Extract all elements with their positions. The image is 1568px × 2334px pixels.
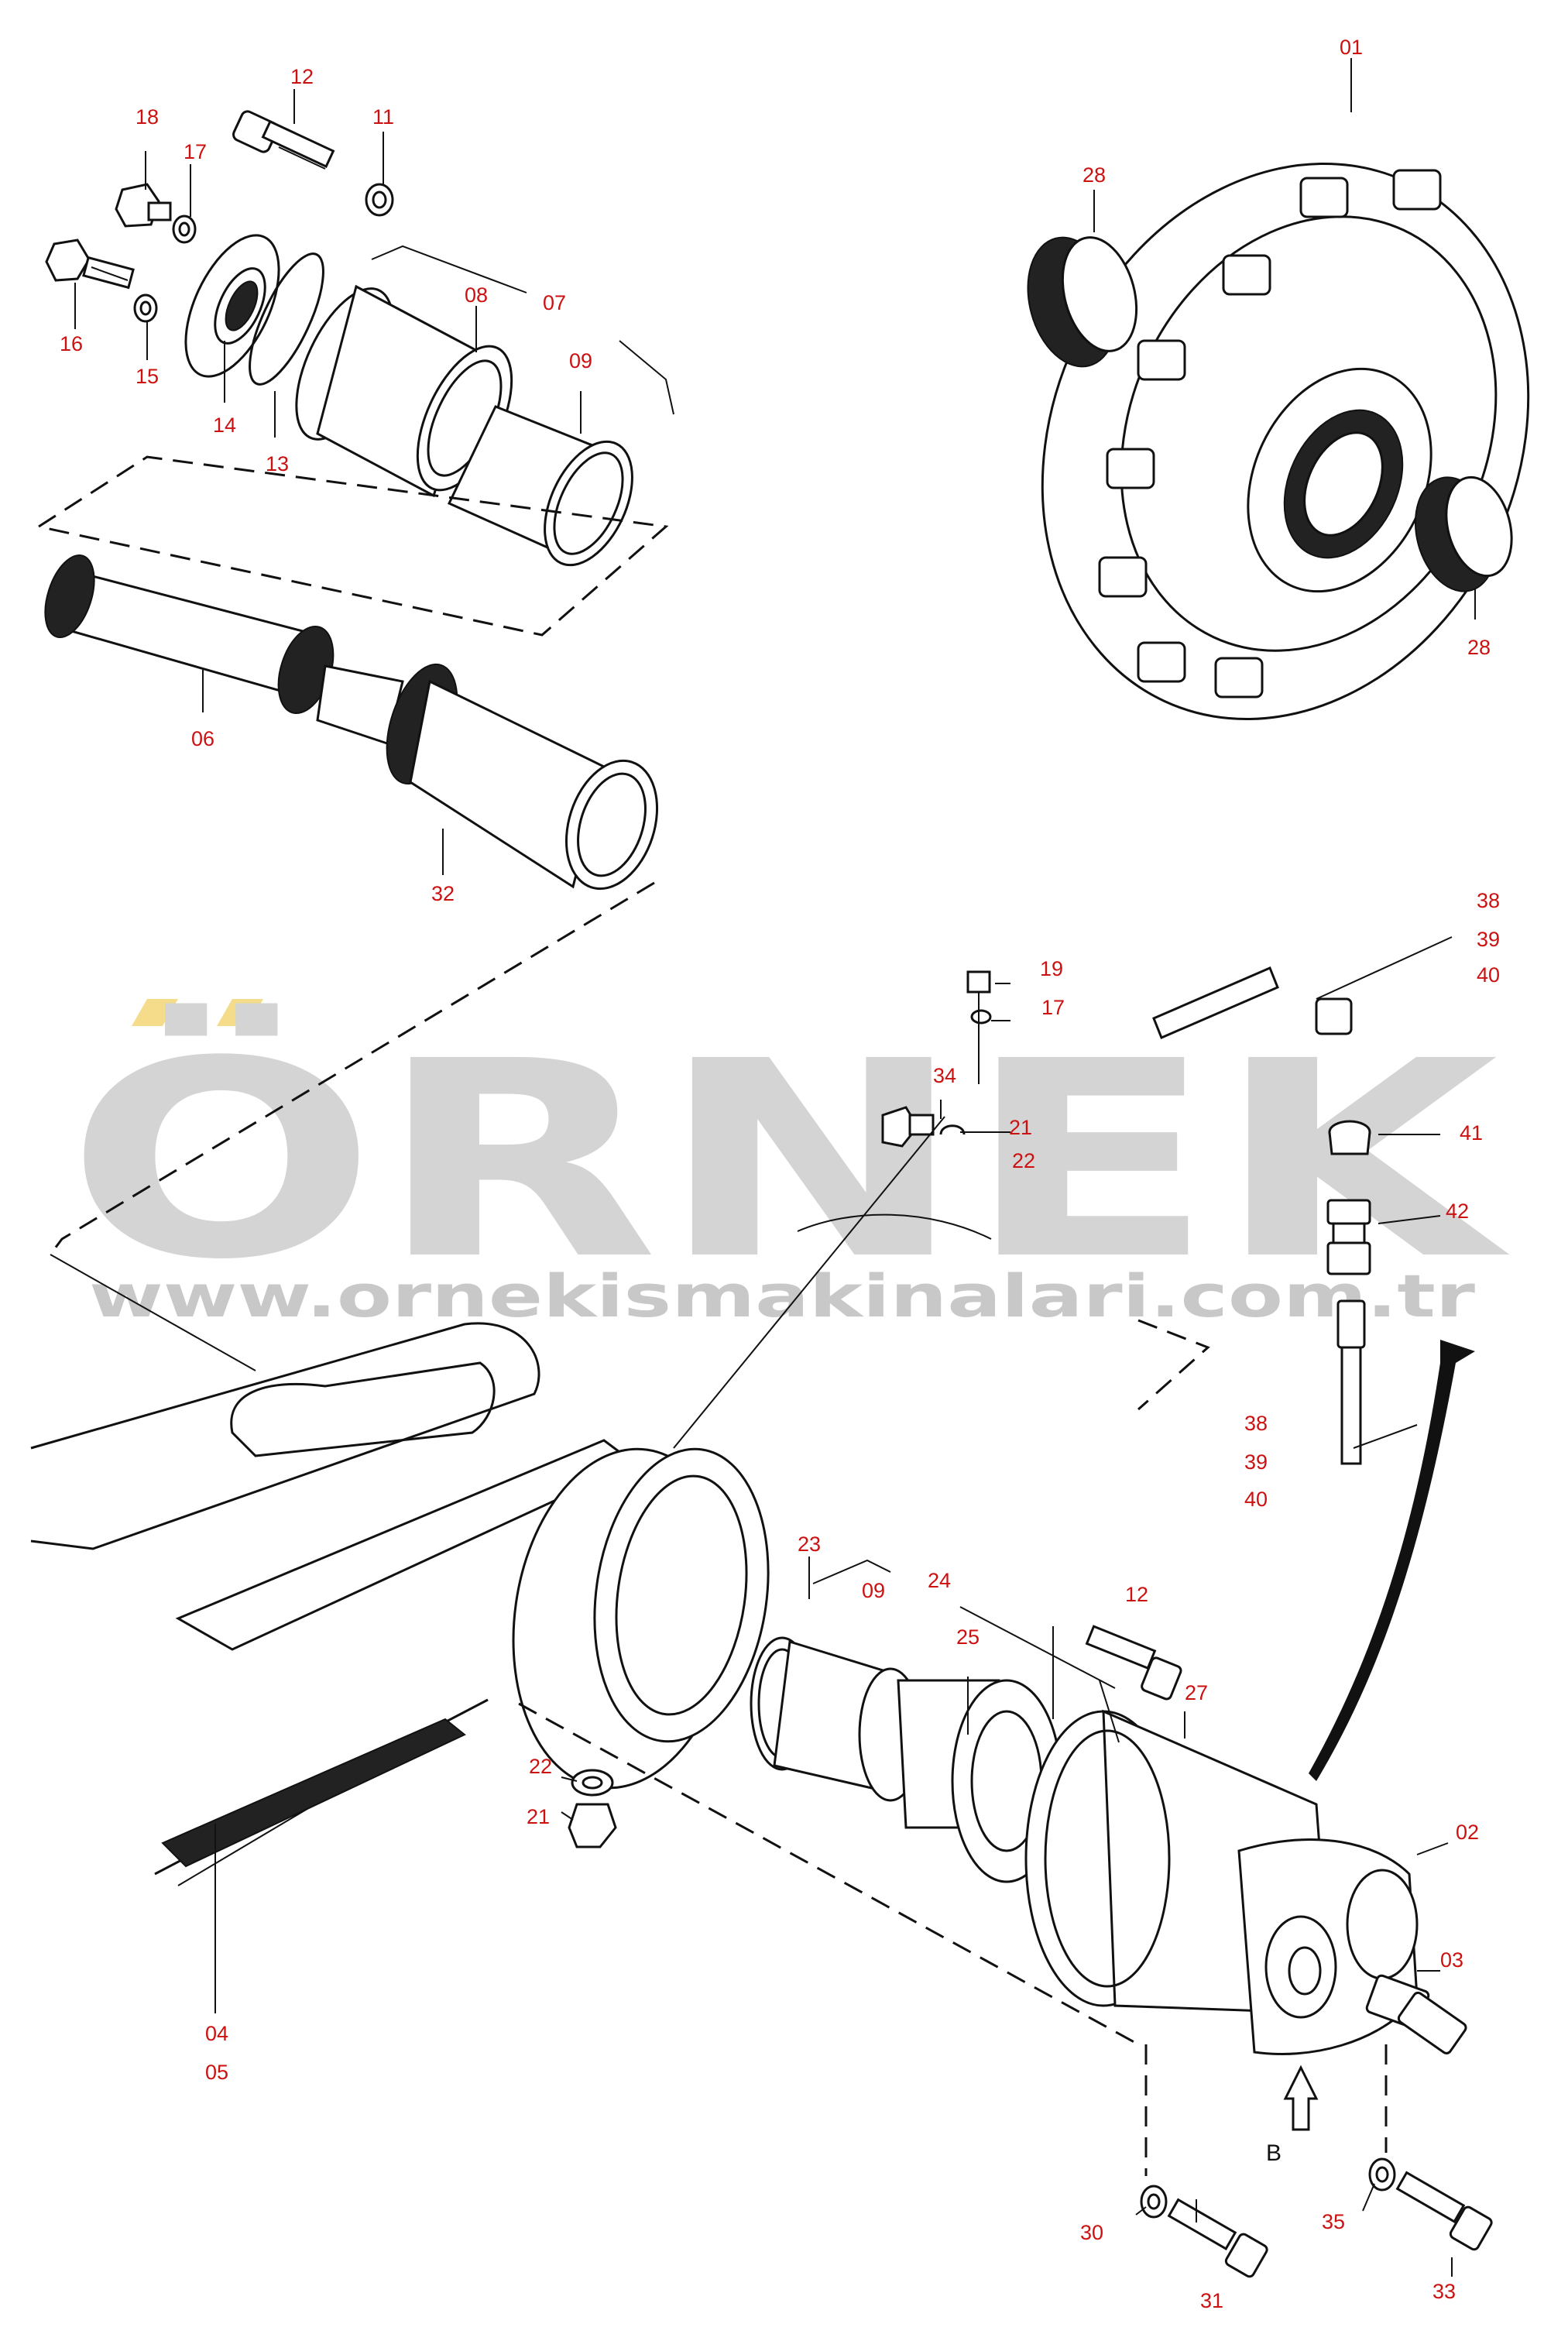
bolt-12-top (232, 110, 335, 170)
label-41: 41 (1460, 1121, 1483, 1145)
washer-17-mid (970, 1009, 992, 1025)
label-28-bottom: 28 (1467, 636, 1491, 659)
label-04: 04 (205, 2022, 228, 2045)
label-32: 32 (431, 882, 455, 905)
label-25: 25 (956, 1625, 980, 1649)
label-07: 07 (543, 291, 566, 314)
fitting-42 (1326, 1199, 1371, 1275)
label-40-top: 40 (1477, 963, 1500, 987)
label-39-top: 39 (1477, 928, 1500, 951)
label-27: 27 (1185, 1681, 1208, 1704)
spline-32 (386, 663, 659, 891)
axle-housing-04 (30, 1322, 637, 1886)
label-01: 01 (1340, 36, 1363, 59)
washer-35 (1368, 2157, 1396, 2192)
motor-02 (1237, 1838, 1419, 2055)
label-06: 06 (191, 727, 214, 750)
bracket-07 (371, 245, 527, 293)
bolt-12-bottom (1085, 1625, 1182, 1701)
label-12-bottom: 12 (1125, 1583, 1148, 1606)
washer-30 (1140, 2185, 1168, 2219)
label-28-top: 28 (1083, 163, 1106, 187)
watermark: ÖRNEK www.ornekismakinalari.com.tr (66, 999, 1512, 1330)
label-16: 16 (60, 332, 83, 355)
label-09-top: 09 (569, 349, 592, 372)
bearing-28-left (1027, 236, 1138, 368)
o-ring-13 (249, 252, 324, 386)
ring-edge-upper (797, 1213, 992, 1240)
sensor-03 (1365, 1974, 1467, 2054)
label-33: 33 (1432, 2280, 1456, 2303)
cap-41 (1328, 1120, 1371, 1155)
hub-08 (295, 284, 513, 498)
differential-01 (1041, 162, 1530, 721)
label-17-mid: 17 (1041, 996, 1065, 1019)
bolt-16 (45, 239, 135, 290)
hose-38-top (1152, 943, 1353, 1039)
label-08: 08 (465, 283, 488, 307)
washer-15 (133, 293, 158, 323)
label-40-bottom: 40 (1244, 1488, 1268, 1511)
label-13: 13 (266, 452, 289, 475)
watermark-accent-mark (217, 999, 263, 1026)
ring-gear-23 (512, 1447, 770, 1790)
label-22-bottom: 22 (529, 1755, 552, 1778)
label-24: 24 (928, 1569, 951, 1592)
bearing-28-right (1414, 475, 1513, 592)
label-42: 42 (1446, 1200, 1469, 1223)
label-05: 05 (205, 2061, 228, 2084)
label-34: 34 (933, 1064, 956, 1087)
label-31: 31 (1200, 2289, 1223, 2312)
shaft-06 (44, 554, 404, 745)
bolt-19 (966, 970, 991, 1084)
leader-lines (74, 58, 1476, 2277)
assembly-lines (49, 881, 1388, 2176)
watermark-brand: ÖRNEK (66, 1001, 1512, 1319)
nut-21-bottom (568, 1803, 617, 1848)
label-38-bottom: 38 (1244, 1412, 1268, 1435)
label-23: 23 (798, 1533, 821, 1556)
label-35: 35 (1322, 2210, 1345, 2233)
watermark-accent-mark (132, 999, 178, 1026)
bolt-33 (1395, 2171, 1493, 2251)
washer-11 (365, 183, 394, 217)
valve-34 (881, 1106, 935, 1148)
label-19: 19 (1040, 957, 1063, 980)
nut-18 (115, 183, 172, 228)
watermark-url: www.ornekismakinalari.com.tr (89, 1261, 1476, 1330)
planetary-27 (1024, 1709, 1333, 2015)
label-17-top: 17 (184, 140, 207, 163)
label-09-bottom: 09 (862, 1579, 885, 1602)
part-labels: 01 02 03 04 05 06 07 08 09 09 11 12 12 1… (60, 36, 1500, 2312)
arrow-curve (1309, 1340, 1475, 1781)
bolt-31 (1167, 2198, 1268, 2278)
flange-14 (184, 234, 280, 378)
bushing-09-top (447, 405, 633, 567)
label-21-bottom: 21 (527, 1805, 550, 1828)
view-b-arrow (1283, 2065, 1319, 2131)
label-22-mid: 22 (1012, 1149, 1035, 1172)
label-38-top: 38 (1477, 889, 1500, 912)
label-39-bottom: 39 (1244, 1450, 1268, 1474)
pipe-38-bottom (1336, 1299, 1366, 1465)
label-view-b: B (1266, 2140, 1282, 2166)
label-21-mid: 21 (1009, 1116, 1032, 1139)
washer-22-bottom (571, 1769, 614, 1797)
washer-17-top (172, 215, 197, 244)
label-11: 11 (372, 105, 394, 129)
label-03: 03 (1440, 1948, 1463, 1972)
label-15: 15 (136, 365, 159, 388)
label-02: 02 (1456, 1821, 1479, 1844)
bracket-07-right (619, 340, 674, 415)
label-14: 14 (213, 414, 236, 437)
shaft-frame (38, 455, 669, 637)
label-18: 18 (136, 105, 159, 129)
label-30: 30 (1080, 2221, 1103, 2244)
label-12-top: 12 (290, 65, 314, 88)
